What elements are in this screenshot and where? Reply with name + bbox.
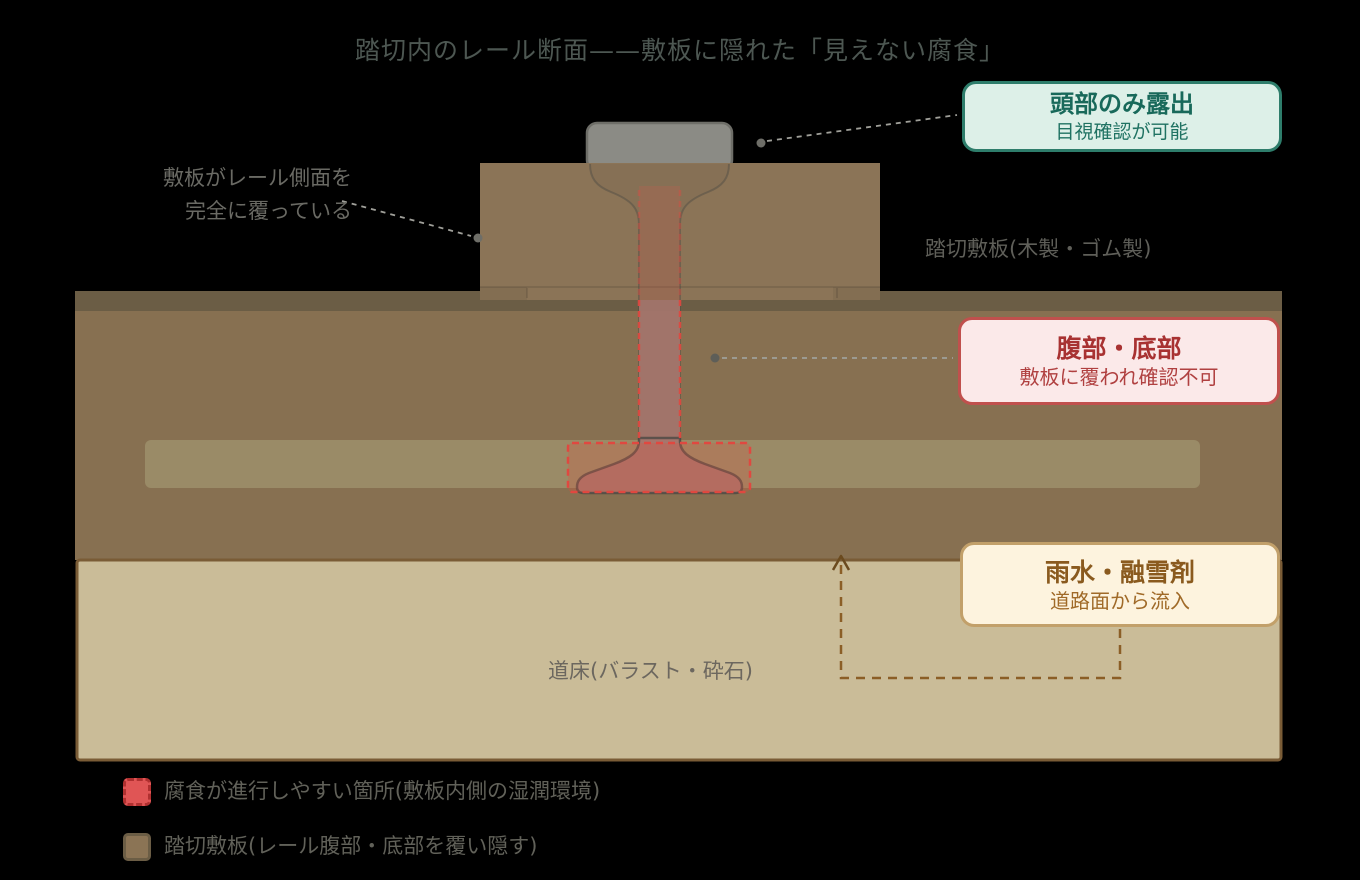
rail-foot (575, 436, 744, 495)
crossing-board-label: 踏切敷板(木製・ゴム製) (925, 237, 1152, 261)
leader-dot-board-cover (473, 233, 483, 243)
callout-rail-head: 頭部のみ露出 目視確認が可能 (962, 81, 1282, 152)
leader-dot-head (756, 138, 766, 148)
callout-rail-web-subtitle: 敷板に覆われ確認不可 (1019, 365, 1219, 389)
board-cover-label: 敷板がレール側面を 完全に覆っている (100, 162, 352, 228)
crossing-board-seams (480, 286, 880, 298)
corrosion-web-outline-lower (637, 300, 682, 443)
board-cover-label-line2: 完全に覆っている (185, 199, 352, 223)
callout-rail-web-title: 腹部・底部 (1056, 334, 1182, 363)
board-cover-label-line1: 敷板がレール側面を (163, 166, 352, 190)
rail-head (585, 121, 734, 172)
legend-swatch-board (123, 833, 151, 861)
diagram-title: 踏切内のレール断面——敷板に隠れた「見えない腐食」 (354, 36, 1005, 65)
ballast-label: 道床(バラスト・砕石) (548, 659, 753, 683)
rail-web-upper (639, 186, 680, 300)
callout-rail-web: 腹部・底部 敷板に覆われ確認不可 (958, 317, 1280, 405)
crossing-board-end-right (833, 287, 880, 300)
rail-web-lower (639, 300, 680, 445)
leader-line-board-cover (341, 200, 472, 237)
leader-dot-web (710, 353, 720, 363)
corrosion-web-outline-upper (637, 190, 682, 300)
water-flow-path (839, 563, 1122, 680)
legend-label-corrosion: 腐食が進行しやすい箇所(敷板内側の湿潤環境) (164, 779, 601, 803)
water-flow-arrowhead (831, 554, 851, 571)
crossing-board (480, 163, 880, 300)
corrosion-foot-outline (566, 441, 752, 494)
callout-water-inflow-title: 雨水・融雪剤 (1044, 557, 1195, 587)
crossing-board-end-left (480, 287, 527, 300)
callout-water-inflow: 雨水・融雪剤 道路面から流入 (960, 542, 1280, 627)
callout-rail-head-title: 頭部のみ露出 (1050, 89, 1194, 118)
legend-label-board: 踏切敷板(レール腹部・底部を覆い隠す) (164, 834, 538, 858)
callout-rail-head-subtitle: 目視確認が可能 (1055, 120, 1189, 143)
callout-water-inflow-subtitle: 道路面から流入 (1050, 588, 1190, 613)
leader-line-head (766, 114, 958, 142)
legend-swatch-corrosion (123, 778, 151, 806)
rail-outline-left (589, 163, 640, 445)
rail-outline-right (679, 163, 730, 445)
